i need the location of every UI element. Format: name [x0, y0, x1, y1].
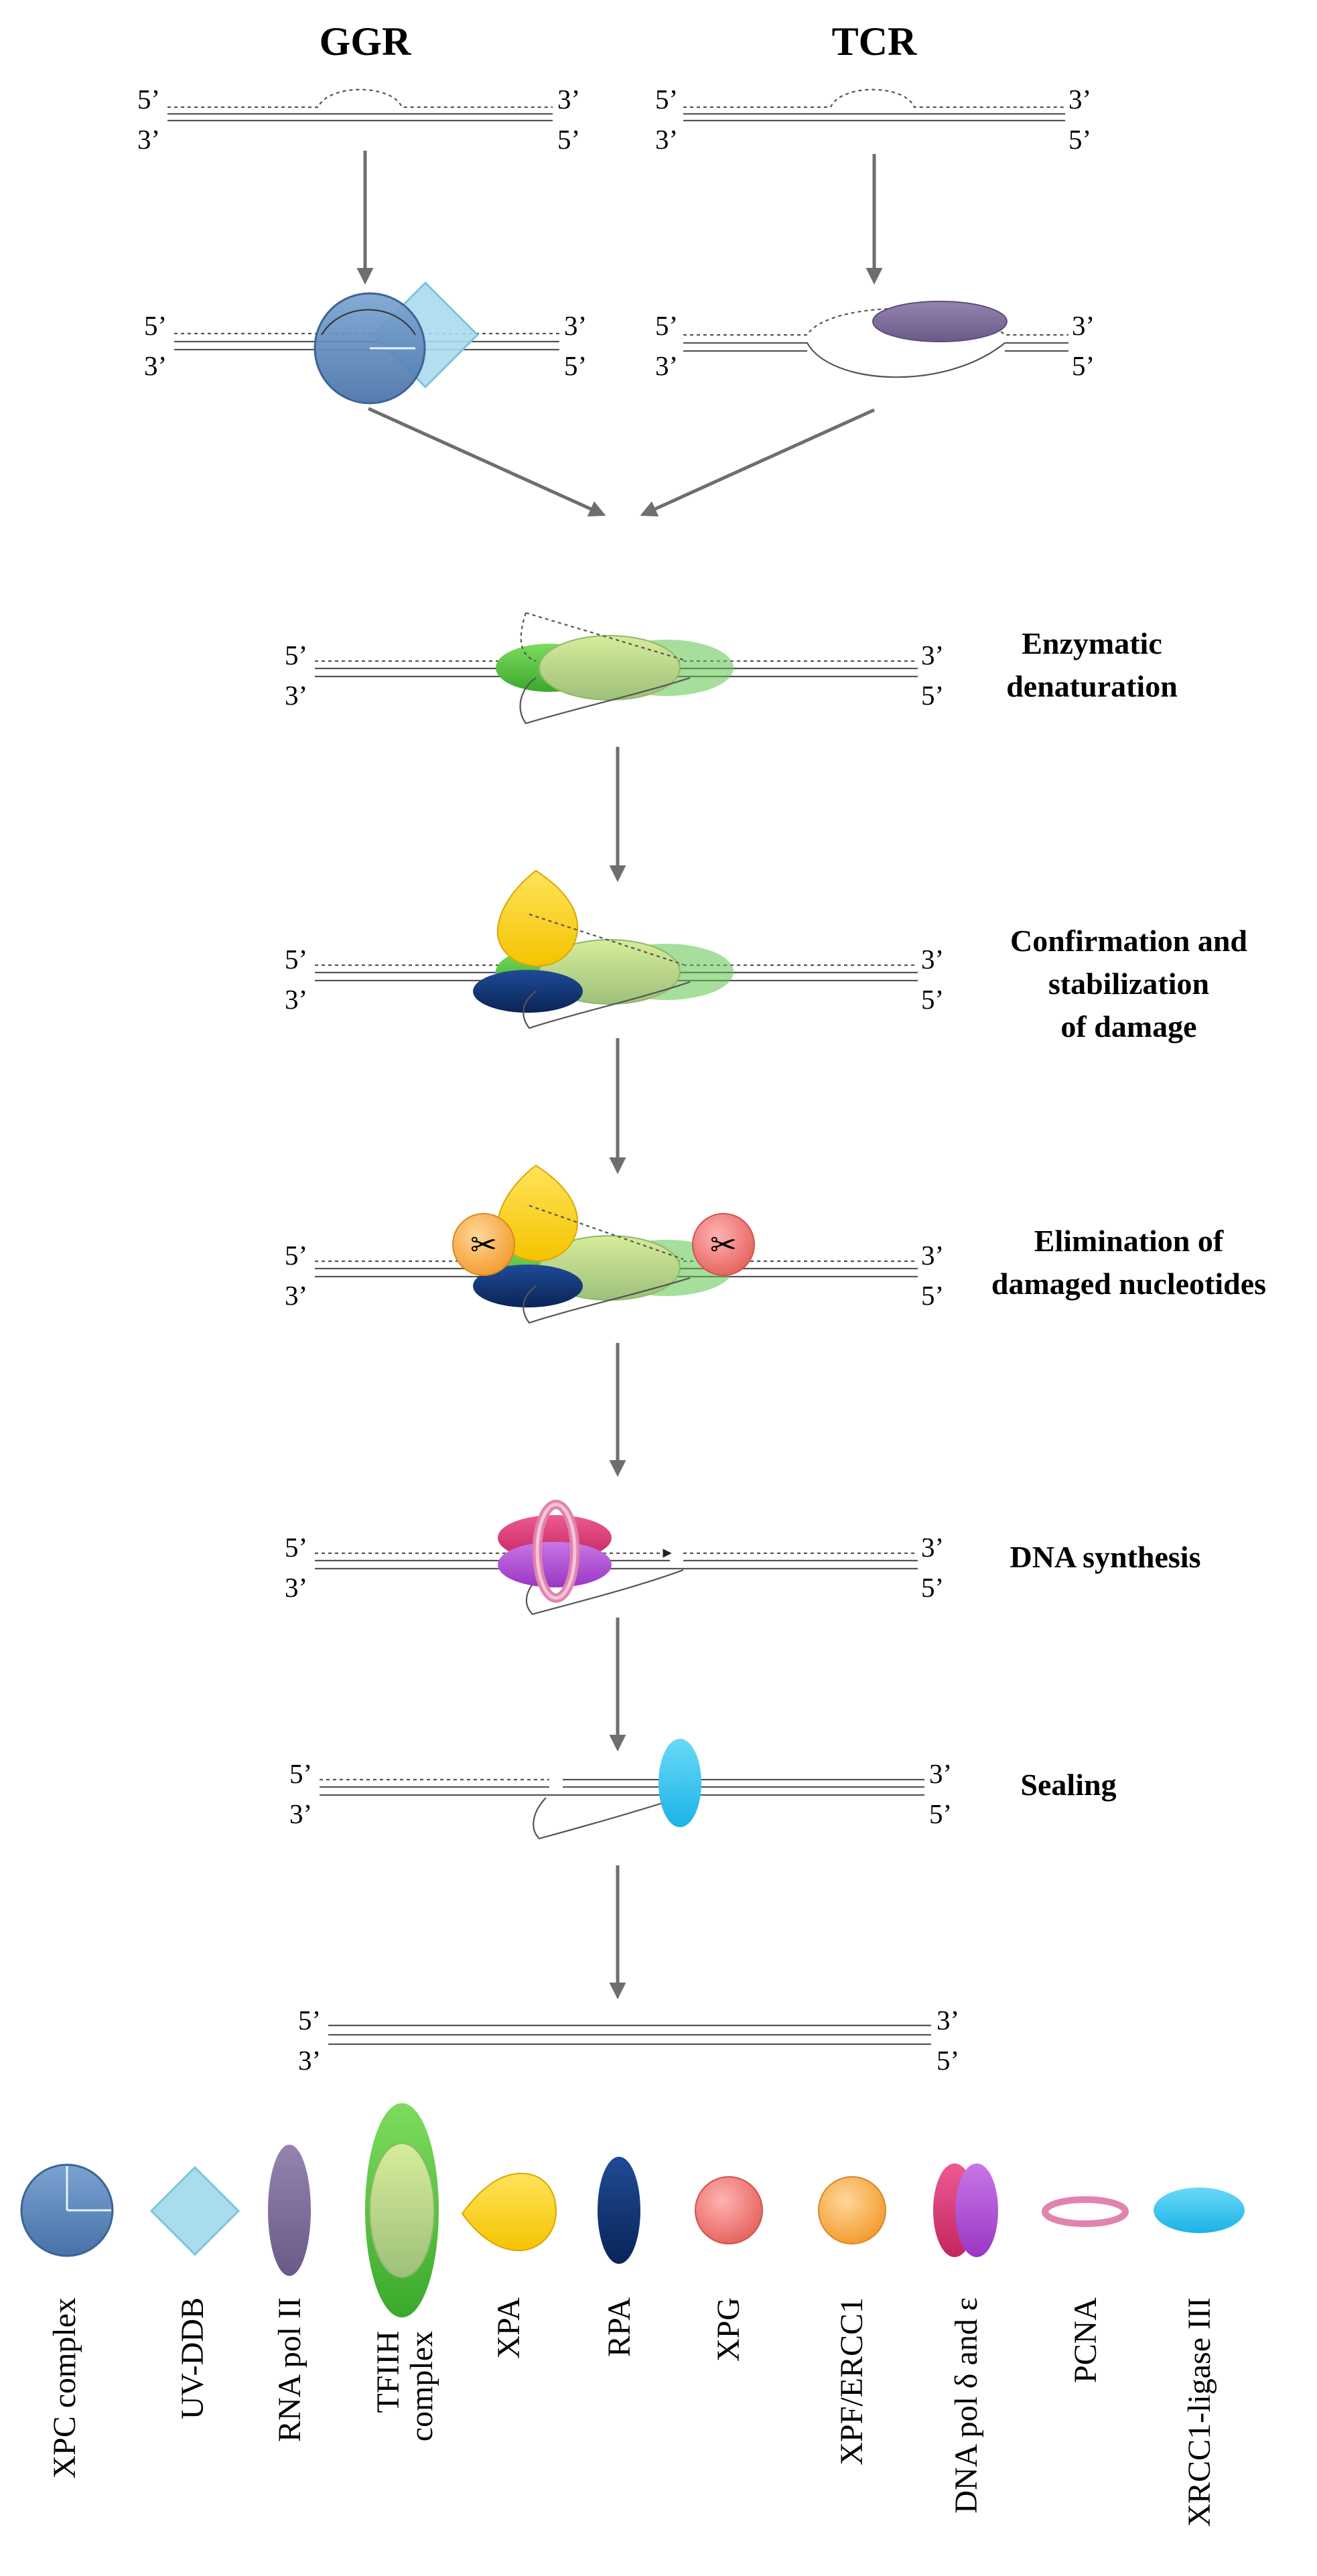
legend-icon-pcna — [1042, 2196, 1129, 2227]
step-label-sealing: Sealing — [1020, 1768, 1116, 1802]
tfiih-complex-shape — [539, 635, 681, 701]
legend-label-xpg: XPG — [711, 2297, 746, 2362]
end-label: 3’ — [557, 84, 580, 115]
end-label: 5’ — [285, 640, 307, 670]
xrcc1-ligase-iii-shape — [658, 1739, 701, 1827]
legend-label-rpa: RPA — [602, 2297, 637, 2357]
step-elimination: 5’ 3’ 3’ 5’ ✂ ✂ — [285, 1164, 944, 1324]
end-label: 3’ — [937, 2005, 959, 2035]
legend-icon-xpc-complex — [20, 2163, 114, 2257]
step-label-confirmation-3: of damage — [1060, 1009, 1196, 1044]
end-label: 5’ — [289, 1758, 312, 1789]
end-label: 3’ — [298, 2045, 321, 2076]
rna-pol-ii-shape — [872, 301, 1008, 342]
legend-label-xpf-ercc1: XPF/ERCC1 — [834, 2297, 870, 2465]
end-label: 5’ — [285, 944, 307, 975]
end-label: 5’ — [557, 124, 580, 155]
legend-label-xpa: XPA — [491, 2297, 527, 2359]
end-label: 3’ — [655, 350, 678, 381]
xpg-shape — [692, 1213, 755, 1276]
legend-label-rna-pol-ii: RNA pol II — [272, 2297, 307, 2442]
scissors-icon: ✂ — [470, 1226, 497, 1264]
legend-label-xpc-complex: XPC complex — [47, 2297, 82, 2479]
step-label-elimination-1: Elimination of — [1034, 1224, 1224, 1258]
end-label: 3’ — [285, 1280, 307, 1311]
ggr-recognition-step: 5’ 3’ 3’ 5’ — [144, 281, 587, 405]
legend-label-uv-ddb: UV-DDB — [175, 2297, 210, 2419]
end-label: 5’ — [285, 1240, 307, 1271]
repaired-dna: 5’ 3’ 3’ 5’ — [298, 2005, 959, 2076]
legend-icon-rpa — [598, 2157, 640, 2264]
arrow — [640, 408, 876, 517]
end-label: 5’ — [1072, 350, 1095, 381]
end-label: 5’ — [137, 84, 160, 115]
legend-label-pcna: PCNA — [1068, 2297, 1103, 2383]
step-enzymatic-denaturation: 5’ 3’ 3’ 5’ — [285, 612, 944, 725]
step-label-denaturation-1: Enzymatic — [1022, 626, 1162, 660]
ggr-damaged-dna: 5’ 3’ 3’ 5’ — [137, 84, 580, 155]
end-label: 5’ — [1068, 124, 1091, 155]
end-label: 3’ — [289, 1798, 312, 1829]
end-label: 3’ — [564, 310, 587, 341]
step-label-denaturation-2: denaturation — [1006, 669, 1178, 703]
legend-label-xrcc1-ligase-iii: XRCC1-ligase III — [1182, 2297, 1217, 2527]
scissors-icon: ✂ — [710, 1226, 737, 1264]
legend-icon-tfiih-complex — [365, 2103, 439, 2317]
step-label-confirmation-1: Confirmation and — [1010, 924, 1247, 958]
legend-icon-uv-ddb — [149, 2165, 240, 2257]
xpa-shape — [496, 869, 578, 967]
legend-icon-xpg — [695, 2176, 763, 2244]
end-label: 3’ — [921, 1240, 944, 1271]
end-label: 3’ — [1068, 84, 1091, 115]
end-label: 3’ — [144, 350, 167, 381]
rpa-shape — [473, 970, 583, 1013]
legend-icon-xpf-ercc1 — [818, 2176, 886, 2244]
end-label: 5’ — [655, 310, 678, 341]
end-label: 5’ — [921, 984, 944, 1015]
end-label: 5’ — [655, 84, 678, 115]
end-label: 3’ — [921, 1532, 944, 1563]
tcr-title: TCR — [832, 19, 917, 64]
xpf-ercc1-shape — [452, 1213, 515, 1276]
step-label-confirmation-2: stabilization — [1048, 967, 1209, 1001]
legend-label-dna-pol: DNA pol δ and ε — [949, 2297, 984, 2514]
end-label: 3’ — [285, 984, 307, 1015]
step-label-elimination-2: damaged nucleotides — [991, 1267, 1266, 1301]
arrow — [367, 407, 606, 517]
end-label: 3’ — [285, 1572, 307, 1603]
legend-label-tfiih: TFIIH — [370, 2331, 406, 2413]
end-label: 5’ — [921, 1280, 944, 1311]
tcr-recognition-step: 5’ 3’ 3’ 5’ — [655, 301, 1095, 381]
end-label: 3’ — [285, 680, 307, 711]
end-label: 5’ — [144, 310, 167, 341]
step-confirmation-stabilization: 5’ 3’ 3’ 5’ — [285, 869, 944, 1029]
end-label: 5’ — [937, 2045, 959, 2076]
legend-icon-xrcc1-ligase-iii — [1154, 2188, 1245, 2233]
end-label: 3’ — [929, 1758, 952, 1789]
legend-icon-xpa — [461, 2172, 557, 2252]
end-label: 5’ — [921, 1572, 944, 1603]
tcr-damaged-dna: 5’ 3’ 3’ 5’ — [655, 84, 1091, 155]
end-label: 5’ — [285, 1532, 307, 1563]
end-label: 3’ — [1072, 310, 1095, 341]
end-label: 5’ — [564, 350, 587, 381]
legend-icon-rna-pol-ii — [268, 2145, 311, 2276]
legend-icon-dna-pol-delta-epsilon — [933, 2163, 998, 2257]
end-label: 5’ — [298, 2005, 321, 2035]
end-label: 3’ — [921, 944, 944, 975]
legend — [20, 2103, 1245, 2317]
end-label: 3’ — [655, 124, 678, 155]
end-label: 3’ — [921, 640, 944, 670]
step-label-synthesis: DNA synthesis — [1010, 1540, 1200, 1574]
ggr-title: GGR — [320, 19, 411, 64]
step-sealing: 5’ 3’ 3’ 5’ — [289, 1739, 952, 1840]
end-label: 5’ — [929, 1798, 952, 1829]
end-label: 5’ — [921, 680, 944, 711]
end-label: 3’ — [137, 124, 160, 155]
dna-pol-epsilon-shape — [498, 1542, 612, 1587]
step-dna-synthesis: 5’ 3’ 3’ 5’ — [285, 1500, 944, 1616]
legend-label-complex: complex — [404, 2331, 439, 2441]
